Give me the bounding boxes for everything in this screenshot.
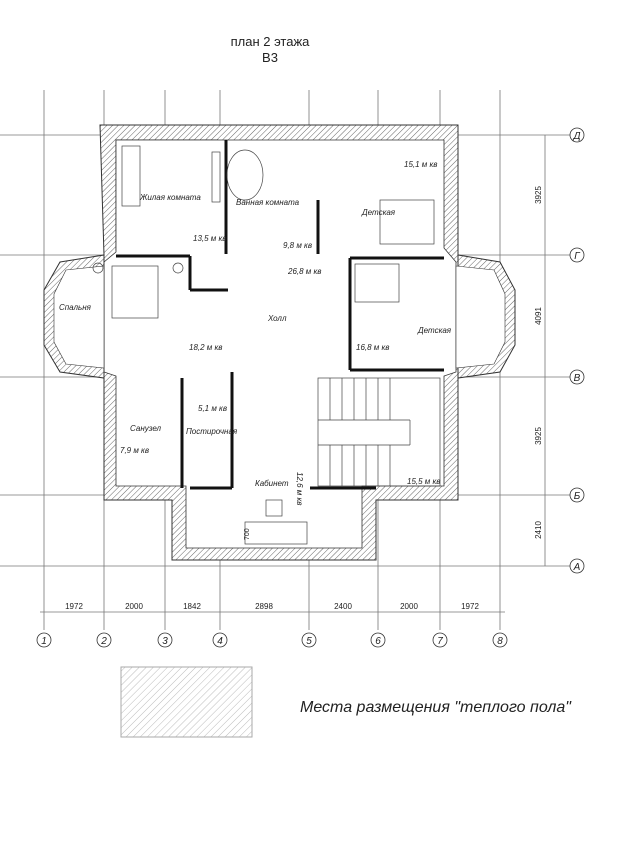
room-laundry-area: 5,1 м кв	[198, 404, 227, 413]
axis-number-markers: 1 2 3 4 5 6 7 8	[36, 632, 508, 648]
furniture	[92, 145, 435, 545]
room-living-name: Жилая комната	[139, 193, 201, 202]
axis-letter-markers: Д Г В Б А	[569, 127, 585, 574]
svg-text:2: 2	[100, 636, 107, 647]
exterior-walls	[43, 124, 516, 561]
room-wc-area: 7,9 м кв	[120, 446, 149, 455]
svg-text:1: 1	[41, 636, 47, 647]
dimensions-right: 3925 4091 3925 2410	[534, 186, 543, 539]
svg-text:6: 6	[375, 636, 381, 647]
room-kids2-name: Детская	[417, 326, 452, 335]
svg-text:2400: 2400	[334, 602, 352, 611]
table-dimension: 700	[244, 528, 251, 540]
svg-text:7: 7	[437, 636, 443, 647]
interior-walls	[116, 140, 444, 490]
svg-text:4091: 4091	[534, 307, 543, 325]
room-office-name: Кабинет	[255, 479, 289, 488]
room-bedroom-area: 18,2 м кв	[189, 343, 222, 352]
room-bedroom-name: Спальня	[59, 303, 92, 312]
svg-text:2410: 2410	[534, 521, 543, 539]
svg-text:1972: 1972	[65, 602, 83, 611]
svg-text:5: 5	[306, 636, 312, 647]
staircase	[317, 377, 441, 487]
room-laundry-name: Постирочная	[186, 427, 238, 436]
room-office-area: 12,6 м кв	[295, 472, 304, 505]
legend: Места размещения "теплого пола"	[120, 666, 572, 738]
svg-text:Б: Б	[574, 491, 581, 502]
room-kids1-area: 15,1 м кв	[404, 160, 437, 169]
room-bath-area: 9,8 м кв	[283, 241, 312, 250]
room-living-area: 13,5 м кв	[193, 234, 226, 243]
room-hall-name: Холл	[267, 314, 287, 323]
room-wc-name: Санузел	[130, 424, 162, 433]
room-kids2-area: 16,8 м кв	[356, 343, 389, 352]
svg-text:2000: 2000	[125, 602, 143, 611]
svg-text:1842: 1842	[183, 602, 201, 611]
svg-text:А: А	[573, 562, 581, 573]
svg-text:4: 4	[217, 636, 223, 647]
dimensions-bottom: 1972 2000 1842 2898 2400 2000 1972	[65, 602, 479, 611]
room-labels: Жилая комната 13,5 м кв Ванная комната 9…	[59, 160, 452, 540]
room-kids1-name: Детская	[361, 208, 396, 217]
svg-text:3925: 3925	[534, 186, 543, 204]
svg-text:Г: Г	[574, 251, 581, 262]
svg-text:2898: 2898	[255, 602, 273, 611]
svg-text:3: 3	[162, 636, 168, 647]
legend-label: Места размещения "теплого пола"	[300, 699, 572, 716]
svg-text:3925: 3925	[534, 427, 543, 445]
svg-text:8: 8	[497, 636, 503, 647]
svg-text:1972: 1972	[461, 602, 479, 611]
room-bath-name: Ванная комната	[236, 198, 300, 207]
svg-text:В: В	[574, 373, 581, 384]
room-stairs-area: 15,5 м кв	[407, 477, 440, 486]
legend-swatch	[120, 666, 253, 738]
plan-title: план 2 этажа	[231, 34, 311, 49]
room-hall-area: 26,8 м кв	[287, 267, 321, 276]
svg-text:2000: 2000	[400, 602, 418, 611]
svg-text:Д: Д	[572, 131, 580, 142]
plan-subtitle: В3	[262, 50, 278, 65]
